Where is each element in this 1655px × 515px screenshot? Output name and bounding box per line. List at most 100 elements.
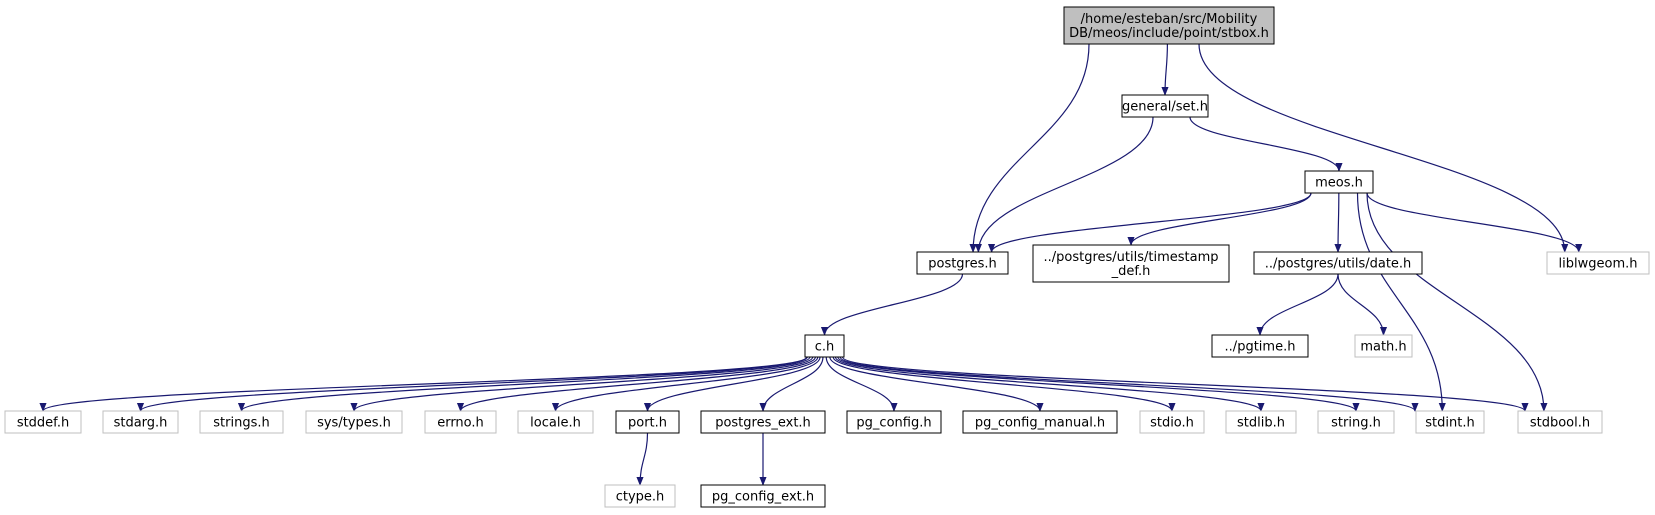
edge-root-to-set — [1161, 43, 1169, 96]
edge-meos-to-postgres — [988, 192, 1312, 253]
node-ctype: ctype.h — [604, 484, 676, 508]
edge-meos-to-timestamp_def — [1127, 192, 1312, 246]
node-label-stdlib: stdlib.h — [1237, 416, 1285, 431]
node-label-postgres: postgres.h — [928, 257, 997, 272]
node-label-postgres_ext: postgres_ext.h — [715, 416, 811, 431]
node-label-pgtime: ../pgtime.h — [1225, 340, 1296, 355]
node-box-meos — [1304, 170, 1374, 194]
edge-meos-to-liblwgeom — [1366, 192, 1583, 253]
node-label-stddef: stddef.h — [17, 416, 69, 431]
node-label-ctype: ctype.h — [616, 490, 665, 505]
node-box-pg_config_manual — [962, 410, 1118, 434]
edge-date-to-pgtime — [1256, 273, 1339, 336]
node-label-stdint: stdint.h — [1425, 416, 1474, 431]
node-liblwgeom: liblwgeom.h — [1546, 251, 1650, 275]
node-box-strings — [199, 410, 284, 434]
node-errno: errno.h — [424, 410, 497, 434]
edge-meos-to-stdbool — [1366, 192, 1548, 412]
node-stdbool: stdbool.h — [1517, 410, 1603, 434]
node-box-liblwgeom — [1546, 251, 1650, 275]
node-label-pg_config_manual: pg_config_manual.h — [975, 416, 1105, 431]
node-postgres[interactable]: postgres.h — [916, 251, 1009, 275]
node-date[interactable]: ../postgres/utils/date.h — [1253, 251, 1423, 275]
node-label-systypes: sys/types.h — [317, 416, 391, 431]
node-label-stdio: stdio.h — [1150, 416, 1194, 431]
node-label-stdbool: stdbool.h — [1530, 416, 1590, 431]
node-label-liblwgeom: liblwgeom.h — [1559, 257, 1638, 272]
node-set[interactable]: general/set.h — [1121, 94, 1209, 118]
node-meos[interactable]: meos.h — [1304, 170, 1374, 194]
node-stdint: stdint.h — [1415, 410, 1485, 434]
node-label-port: port.h — [628, 416, 667, 431]
node-box-date — [1253, 251, 1423, 275]
node-port[interactable]: port.h — [615, 410, 680, 434]
node-box-c — [804, 334, 845, 358]
node-box-locale — [517, 410, 594, 434]
node-label-set: general/set.h — [1122, 100, 1208, 115]
node-strings: strings.h — [199, 410, 284, 434]
edges — [39, 43, 1583, 486]
node-systypes: sys/types.h — [305, 410, 403, 434]
edge-c-to-port — [643, 356, 821, 412]
edge-c-to-errno — [457, 356, 816, 412]
node-box-timestamp_def — [1032, 244, 1230, 283]
node-box-postgres — [916, 251, 1009, 275]
node-timestamp_def[interactable]: ../postgres/utils/timestamp_def.h — [1032, 244, 1230, 283]
node-string: string.h — [1317, 410, 1395, 434]
node-label-string: string.h — [1331, 416, 1381, 431]
node-box-stddef — [4, 410, 82, 434]
edge-c-to-stdarg — [137, 356, 808, 412]
node-box-root — [1063, 6, 1275, 45]
edge-root-to-liblwgeom — [1198, 43, 1569, 253]
node-stdarg: stdarg.h — [102, 410, 179, 434]
edge-c-to-stdlib — [834, 356, 1265, 412]
node-label-locale: locale.h — [530, 416, 581, 431]
edge-c-to-strings — [238, 356, 811, 412]
node-label-pg_config: pg_config.h — [856, 416, 931, 431]
node-box-errno — [424, 410, 497, 434]
node-stdlib: stdlib.h — [1225, 410, 1297, 434]
node-box-systypes — [305, 410, 403, 434]
node-postgres_ext[interactable]: postgres_ext.h — [700, 410, 826, 434]
node-label-math: math.h — [1360, 340, 1406, 355]
node-pg_config_manual[interactable]: pg_config_manual.h — [962, 410, 1118, 434]
node-label-stdarg: stdarg.h — [114, 416, 168, 431]
node-label-root-line-1: /home/esteban/src/Mobility — [1081, 12, 1258, 27]
edge-root-to-postgres — [969, 43, 1090, 253]
edge-c-to-postgres_ext — [759, 356, 824, 412]
node-label-timestamp_def-line-1: ../postgres/utils/timestamp — [1043, 250, 1218, 265]
node-box-stdio — [1139, 410, 1205, 434]
edge-c-to-pg_config_manual — [829, 356, 1044, 412]
node-locale: locale.h — [517, 410, 594, 434]
node-box-stdlib — [1225, 410, 1297, 434]
node-pgtime[interactable]: ../pgtime.h — [1211, 334, 1309, 358]
node-box-math — [1354, 334, 1413, 358]
node-label-strings: strings.h — [213, 416, 269, 431]
node-box-postgres_ext — [700, 410, 826, 434]
node-box-port — [615, 410, 680, 434]
node-box-string — [1317, 410, 1395, 434]
nodes: /home/esteban/src/MobilityDB/meos/includ… — [4, 6, 1650, 508]
node-box-pgtime — [1211, 334, 1309, 358]
node-label-c: c.h — [815, 340, 835, 355]
edge-date-to-math — [1337, 273, 1388, 336]
node-box-stdarg — [102, 410, 179, 434]
node-c[interactable]: c.h — [804, 334, 845, 358]
edge-set-to-meos — [1189, 116, 1343, 172]
node-label-errno: errno.h — [437, 416, 484, 431]
edge-meos-to-date — [1334, 192, 1342, 253]
node-label-meos: meos.h — [1315, 176, 1363, 191]
node-box-stdint — [1415, 410, 1485, 434]
node-box-pg_config_ext — [700, 484, 826, 508]
edge-c-to-stdio — [832, 356, 1176, 412]
node-stddef: stddef.h — [4, 410, 82, 434]
node-root[interactable]: /home/esteban/src/MobilityDB/meos/includ… — [1063, 6, 1275, 45]
edge-c-to-pg_config — [825, 356, 898, 412]
edge-set-to-postgres — [974, 116, 1154, 253]
node-math: math.h — [1354, 334, 1413, 358]
node-pg_config[interactable]: pg_config.h — [846, 410, 942, 434]
edge-c-to-stdbool — [841, 356, 1529, 412]
node-pg_config_ext[interactable]: pg_config_ext.h — [700, 484, 826, 508]
edge-c-to-stdint — [839, 356, 1419, 412]
